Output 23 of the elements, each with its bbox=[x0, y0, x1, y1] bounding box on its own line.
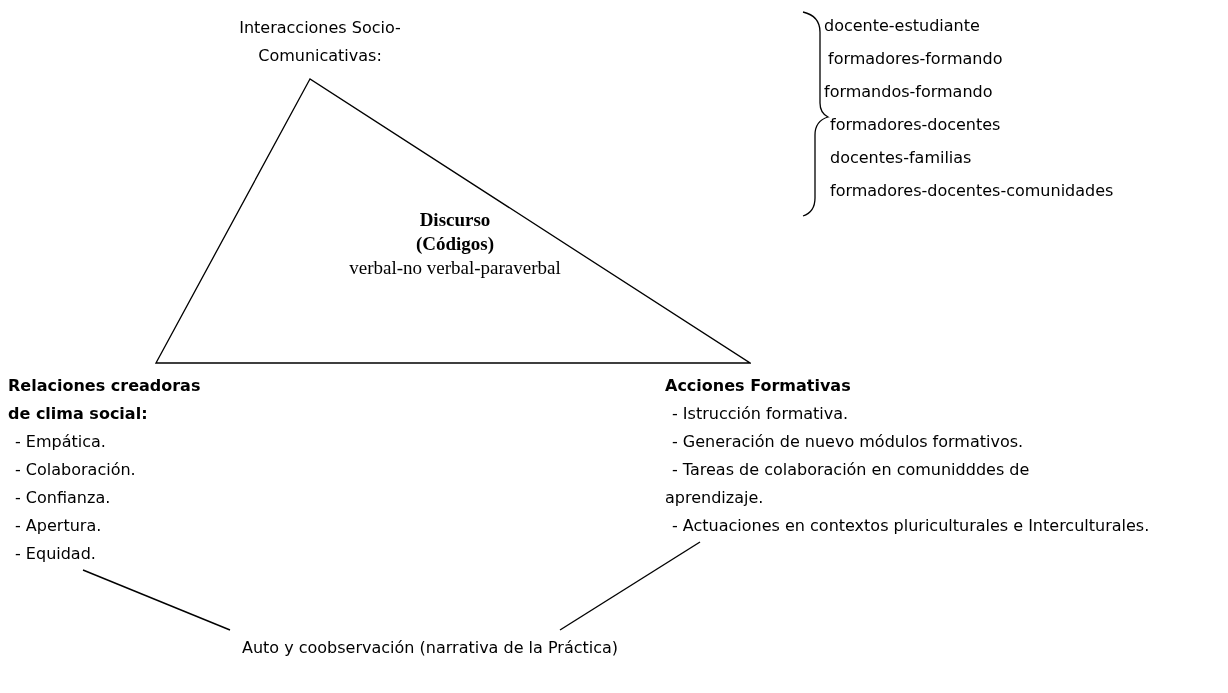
heading-text: Relaciones creadoras de clima social: bbox=[8, 375, 202, 425]
list-item: - Tareas de colaboración en comunidddes de aprendizaje. bbox=[665, 459, 1031, 509]
list-item: - Actuaciones en contextos pluriculturales e Interculturales. bbox=[671, 515, 1151, 537]
pair-label: docentes-familias bbox=[830, 147, 972, 169]
body-text: verbal-no verbal-paraverbal bbox=[348, 256, 562, 280]
heading-text: Discurso (Códigos) bbox=[414, 208, 496, 256]
pair-label: formadores-docentes-comunidades bbox=[830, 180, 1114, 202]
list-item: - Colaboración. bbox=[15, 459, 136, 481]
corner-label: Interacciones Socio-Comunicativas: bbox=[200, 14, 440, 70]
connector-line bbox=[559, 541, 701, 631]
list-item: - Istrucción formativa. bbox=[672, 403, 849, 425]
list-item: - Apertura. bbox=[15, 515, 102, 537]
caption-text: Auto y coobservación (narrativa de la Práctica) bbox=[200, 634, 660, 662]
connector-line bbox=[82, 569, 231, 631]
pair-label: formadores-docentes bbox=[830, 114, 1001, 136]
list-item: - Confianza. bbox=[15, 487, 111, 509]
list-item: - Generación de nuevo módulos formativos. bbox=[672, 431, 1024, 453]
list-item: - Equidad. bbox=[15, 543, 96, 565]
pair-label: docente-estudiante bbox=[824, 15, 980, 37]
pair-label: formadores-formando bbox=[828, 48, 1003, 70]
list-item: - Empática. bbox=[15, 431, 106, 453]
pair-label: formandos-formando bbox=[824, 81, 993, 103]
heading-text: Acciones Formativas bbox=[665, 375, 852, 397]
